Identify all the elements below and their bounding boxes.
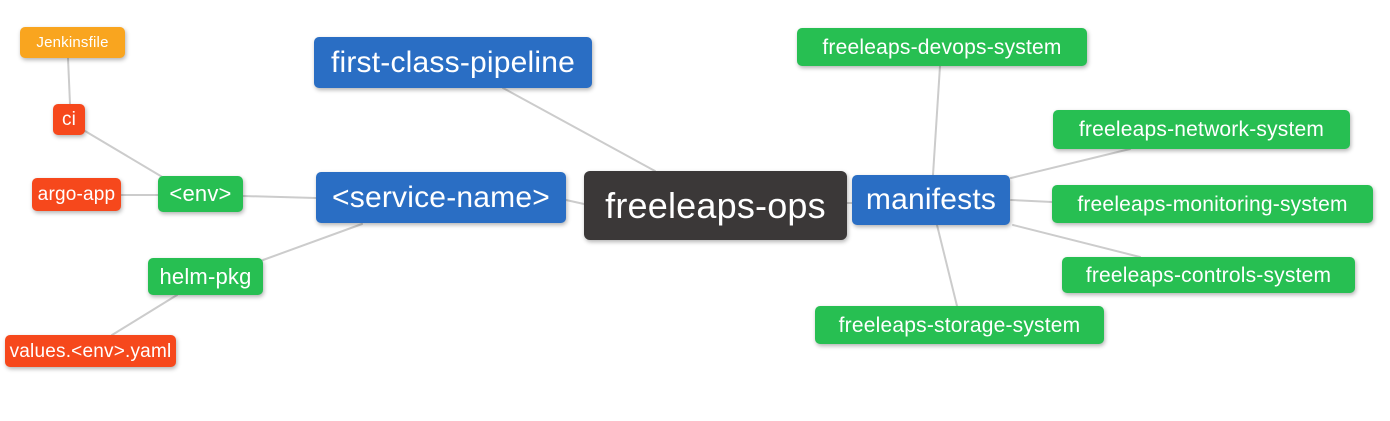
node-label: manifests	[865, 183, 997, 216]
node-label: freeleaps-controls-system	[1085, 263, 1332, 287]
mindmap-node-devops-system[interactable]: freeleaps-devops-system	[797, 28, 1087, 66]
node-label: freeleaps-monitoring-system	[1077, 192, 1348, 216]
edge-manifests-monitoring-system	[1010, 199, 1053, 203]
node-label: Jenkinsfile	[36, 34, 109, 51]
edge-values-env-yaml-helm-pkg	[111, 294, 178, 336]
mindmap-node-manifests[interactable]: manifests	[852, 175, 1010, 225]
edge-manifests-devops-system	[932, 65, 941, 176]
edge-service-name-freeleaps-ops	[565, 199, 585, 205]
node-label: freeleaps-devops-system	[822, 35, 1062, 59]
mindmap-node-controls-system[interactable]: freeleaps-controls-system	[1062, 257, 1355, 293]
edge-manifests-storage-system	[936, 224, 958, 307]
edge-first-class-pipeline-freeleaps-ops	[502, 87, 656, 172]
edge-manifests-controls-system	[1012, 224, 1141, 258]
node-label: helm-pkg	[159, 263, 252, 289]
mindmap-node-helm-pkg[interactable]: helm-pkg	[148, 258, 263, 295]
edge-ci-env	[84, 130, 165, 179]
mindmap-node-storage-system[interactable]: freeleaps-storage-system	[815, 306, 1104, 344]
mindmap-node-first-class-pipeline[interactable]: first-class-pipeline	[314, 37, 592, 88]
edge-manifests-network-system	[1010, 148, 1131, 179]
mindmap-node-network-system[interactable]: freeleaps-network-system	[1053, 110, 1350, 149]
edge-env-service-name	[242, 195, 317, 199]
edge-helm-pkg-service-name	[262, 223, 363, 261]
node-label: first-class-pipeline	[330, 45, 576, 79]
mindmap-node-freeleaps-ops[interactable]: freeleaps-ops	[584, 171, 847, 240]
node-label: freeleaps-storage-system	[838, 313, 1081, 337]
mindmap-node-values-env-yaml[interactable]: values.<env>.yaml	[5, 335, 176, 367]
node-label: freeleaps-network-system	[1078, 118, 1325, 141]
node-label: freeleaps-ops	[605, 184, 826, 226]
node-label: ci	[61, 109, 77, 130]
edge-jenkinsfile-ci	[67, 57, 71, 105]
mindmap-node-env[interactable]: <env>	[158, 176, 243, 212]
node-label: argo-app	[37, 184, 116, 205]
mindmap-node-argo-app[interactable]: argo-app	[32, 178, 121, 211]
node-label: <service-name>	[332, 180, 550, 214]
node-label: values.<env>.yaml	[9, 340, 172, 362]
node-label: <env>	[169, 181, 232, 206]
mindmap-node-monitoring-system[interactable]: freeleaps-monitoring-system	[1052, 185, 1373, 223]
mindmap-node-ci[interactable]: ci	[53, 104, 85, 135]
mindmap-node-service-name[interactable]: <service-name>	[316, 172, 566, 223]
mindmap-node-jenkinsfile[interactable]: Jenkinsfile	[20, 27, 125, 58]
